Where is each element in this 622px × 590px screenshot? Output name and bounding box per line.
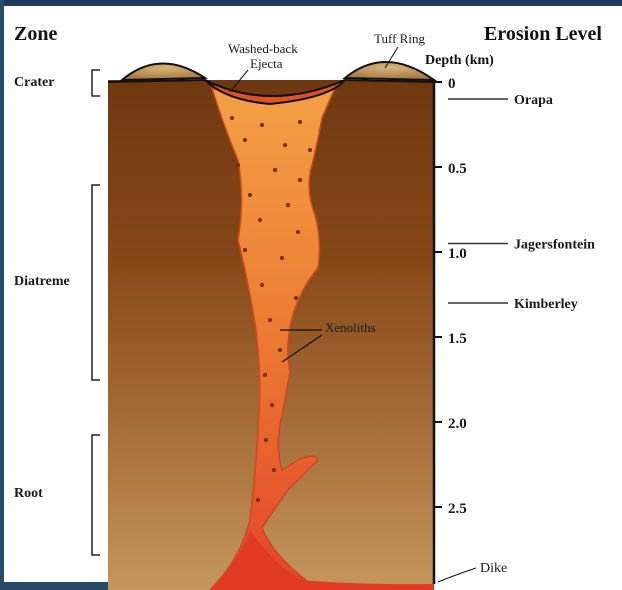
washed-back-label-line2: Ejecta <box>250 56 283 71</box>
depth-tick-label: 1.0 <box>448 246 467 262</box>
depth-tick-label: 0.5 <box>448 161 467 177</box>
erosion-level-label: Orapa <box>514 93 553 108</box>
crater-bracket <box>92 70 100 96</box>
erosion-level-label: Kimberley <box>514 297 578 312</box>
left-frame-strip <box>0 0 4 590</box>
diatreme-bracket <box>92 185 100 380</box>
washed-back-label-line1: Washed-back <box>228 41 298 56</box>
zone-label-crater: Crater <box>14 75 54 90</box>
dike-label: Dike <box>480 561 507 576</box>
zone-brackets <box>92 70 100 555</box>
top-frame-strip <box>0 0 622 6</box>
tuff-ring-right <box>345 62 434 80</box>
zone-label-diatreme: Diatreme <box>14 274 70 289</box>
depth-header: Depth (km) <box>425 53 494 68</box>
zone-label-root: Root <box>14 486 43 501</box>
erosion-level-label: Jagersfontein <box>514 238 595 253</box>
bottom-frame-strip <box>0 582 108 590</box>
dike-leader <box>438 568 476 582</box>
depth-tick-label: 2.5 <box>448 501 467 517</box>
xenoliths-label: Xenoliths <box>325 320 376 335</box>
root-bracket <box>92 435 100 555</box>
erosion-level-header: Erosion Level <box>484 23 602 45</box>
depth-tick-label: 0 <box>448 76 456 92</box>
depth-tick-label: 1.5 <box>448 331 467 347</box>
zone-header: Zone <box>14 23 57 45</box>
tuff-ring-left <box>122 63 205 80</box>
tuff-ring-label: Tuff Ring <box>374 31 425 46</box>
depth-tick-label: 2.0 <box>448 416 467 432</box>
depth-ticks: 0 0.5 1.0 1.5 2.0 2.5 <box>434 76 467 517</box>
